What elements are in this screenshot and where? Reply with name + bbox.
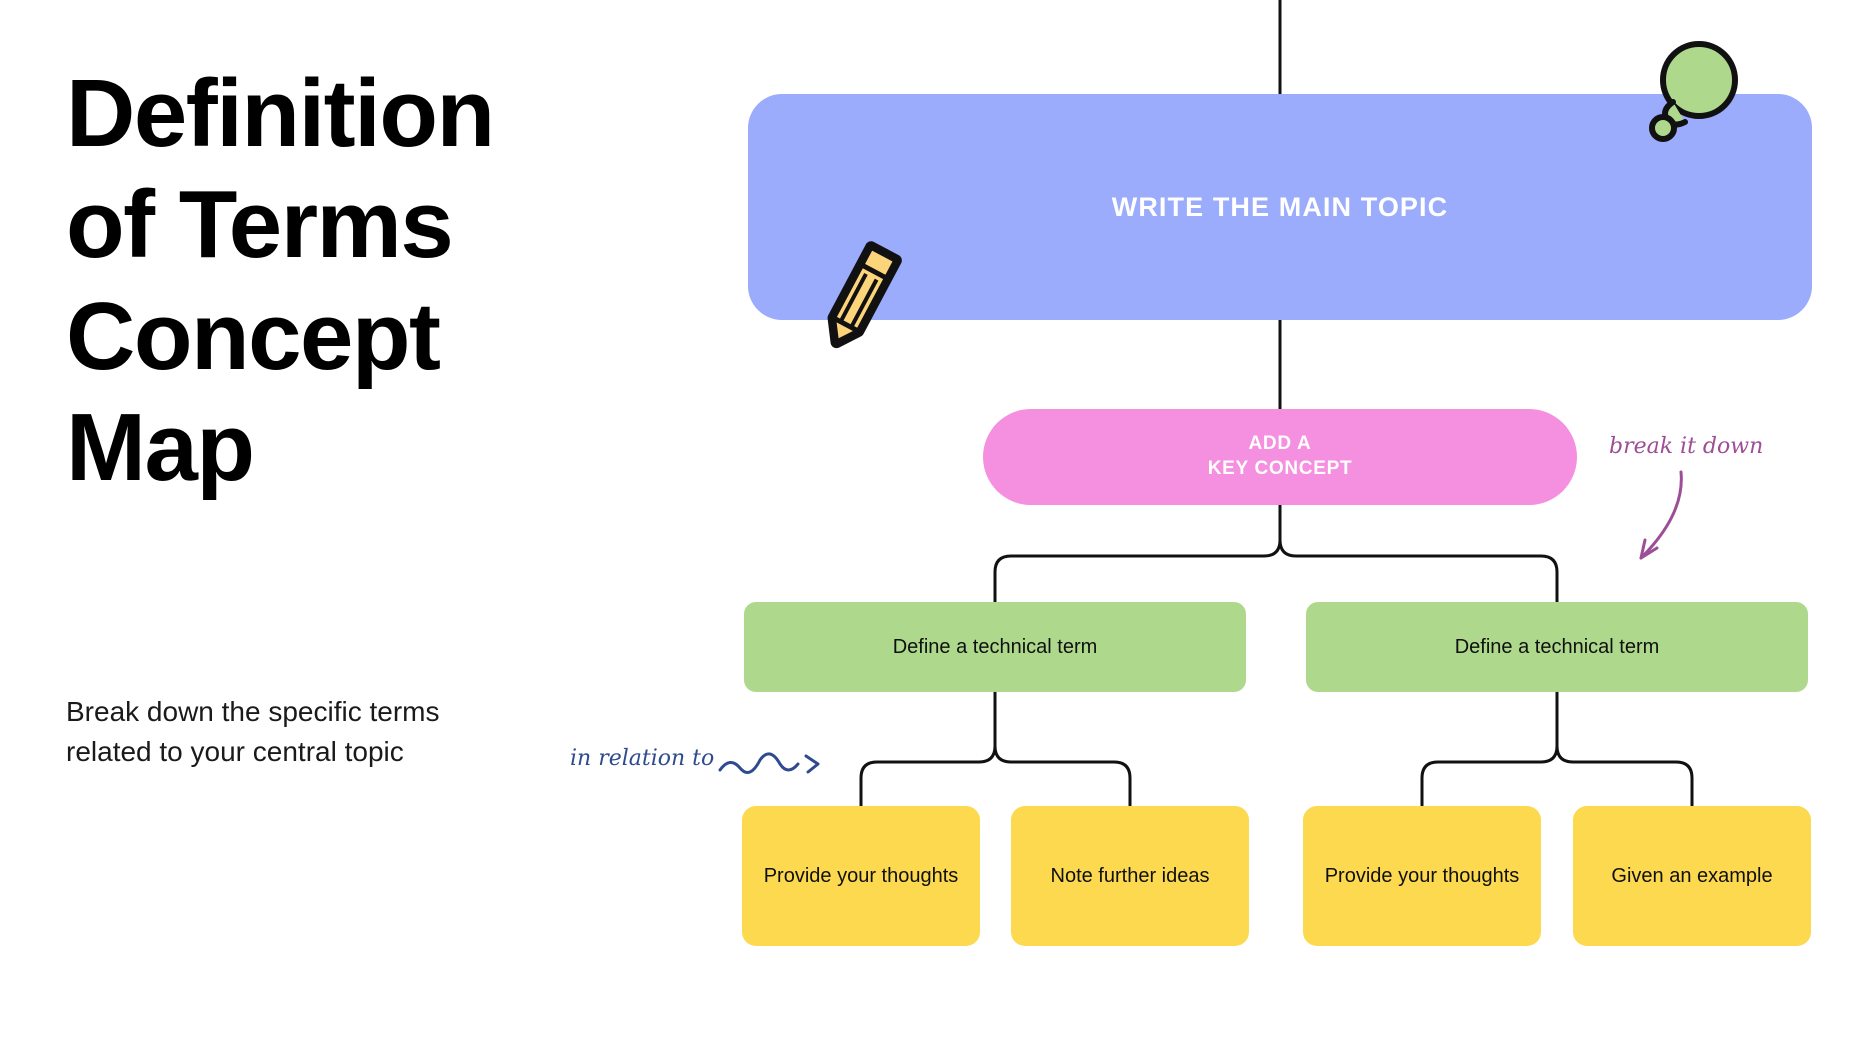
node-leaf-1[interactable]: Provide your thoughts [742,806,980,946]
node-leaf-4[interactable]: Given an example [1573,806,1811,946]
thought-bubble-icon [1649,41,1738,142]
pencil-icon [827,241,902,349]
connector-term1-to-leaf2 [993,690,1132,808]
node-leaf-3[interactable]: Provide your thoughts [1303,806,1541,946]
connector-key-to-term-1 [993,503,1282,604]
node-main-topic[interactable]: WRITE THE MAIN TOPIC [748,94,1812,320]
left-text-panel: Definition of Terms Concept Map Break do… [0,0,620,1050]
connector-term2-to-leaf3 [1420,690,1559,808]
node-leaf-2[interactable]: Note further ideas [1011,806,1249,946]
connector-term1-to-leaf1 [859,690,997,808]
connector-key-to-term-2 [1278,503,1559,604]
connector-term2-to-leaf4 [1555,690,1694,808]
page-title: Definition of Terms Concept Map [66,60,495,502]
annotation-in-relation-to: in relation to [570,740,830,800]
curved-arrow-down-left-icon [1639,470,1683,560]
annotation-break-it-down-label: break it down [1609,434,1764,459]
annotation-in-relation-to-label: in relation to [570,746,715,771]
squiggle-arrow-right-icon [718,752,820,774]
page-subtitle: Break down the specific terms related to… [66,696,440,767]
node-key-concept[interactable]: ADD A KEY CONCEPT [983,409,1577,505]
annotation-break-it-down: break it down [1609,434,1809,584]
node-technical-term-2[interactable]: Define a technical term [1306,602,1808,692]
node-technical-term-1[interactable]: Define a technical term [744,602,1246,692]
